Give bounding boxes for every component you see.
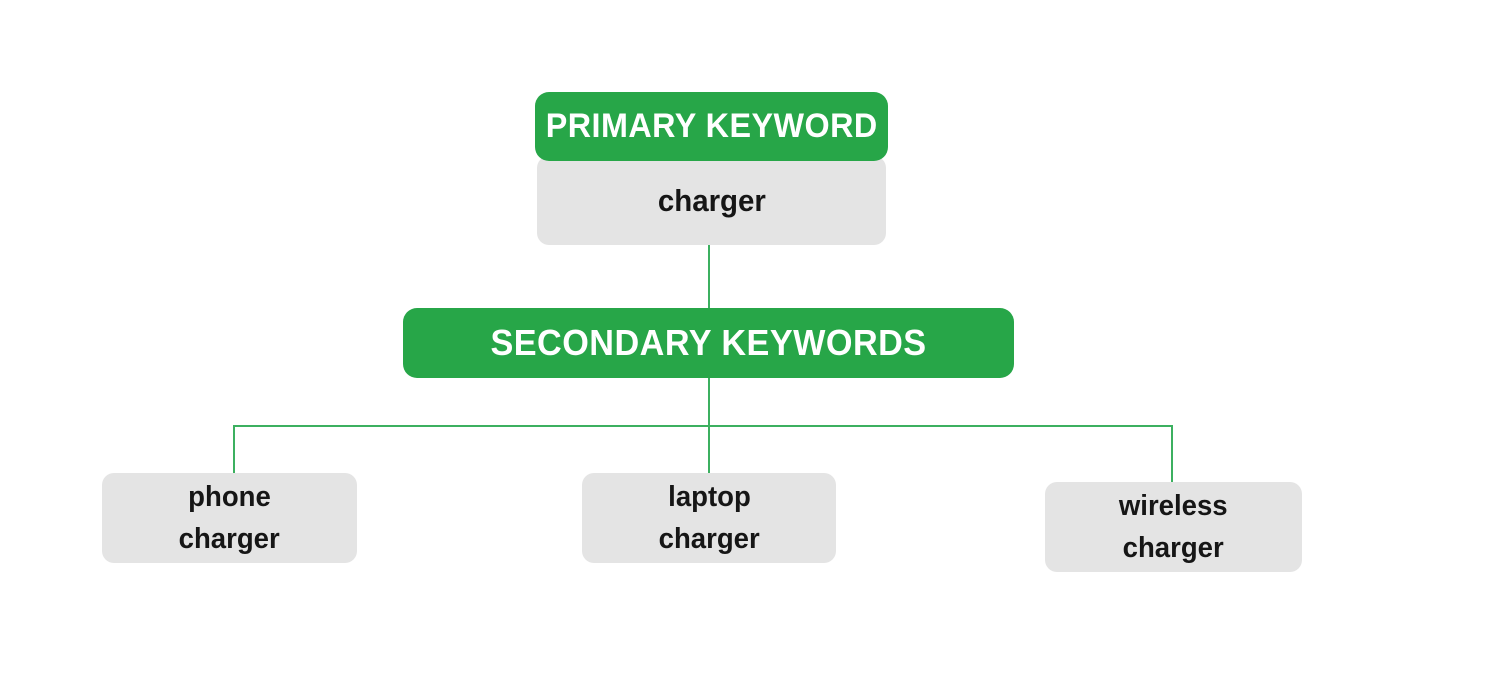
- primary-keyword-header-box: PRIMARY KEYWORD: [535, 92, 888, 161]
- connector-drop-wireless: [1171, 425, 1173, 483]
- child-laptop-line2: charger: [658, 523, 760, 555]
- secondary-keywords-header-label: SECONDARY KEYWORDS: [490, 322, 927, 363]
- connector-secondary-stem: [708, 378, 710, 426]
- child-node-phone-charger: phone charger: [102, 473, 357, 563]
- child-laptop-line1: laptop: [667, 481, 751, 513]
- child-wireless-line2: charger: [1122, 532, 1225, 564]
- connector-branch-horizontal: [233, 425, 1173, 427]
- primary-keyword-value-box: charger: [537, 156, 886, 245]
- child-phone-line1: phone: [188, 481, 271, 513]
- primary-keyword-header-label: PRIMARY KEYWORD: [545, 107, 878, 145]
- connector-drop-phone: [233, 425, 235, 473]
- child-node-laptop-charger: laptop charger: [582, 473, 836, 563]
- child-phone-line2: charger: [178, 523, 281, 555]
- connector-primary-to-secondary: [708, 245, 710, 309]
- connector-drop-laptop: [708, 425, 710, 473]
- primary-keyword-value-label: charger: [657, 182, 766, 218]
- child-node-wireless-charger: wireless charger: [1045, 482, 1302, 572]
- secondary-keywords-header-box: SECONDARY KEYWORDS: [403, 308, 1014, 378]
- child-wireless-line1: wireless: [1119, 490, 1228, 522]
